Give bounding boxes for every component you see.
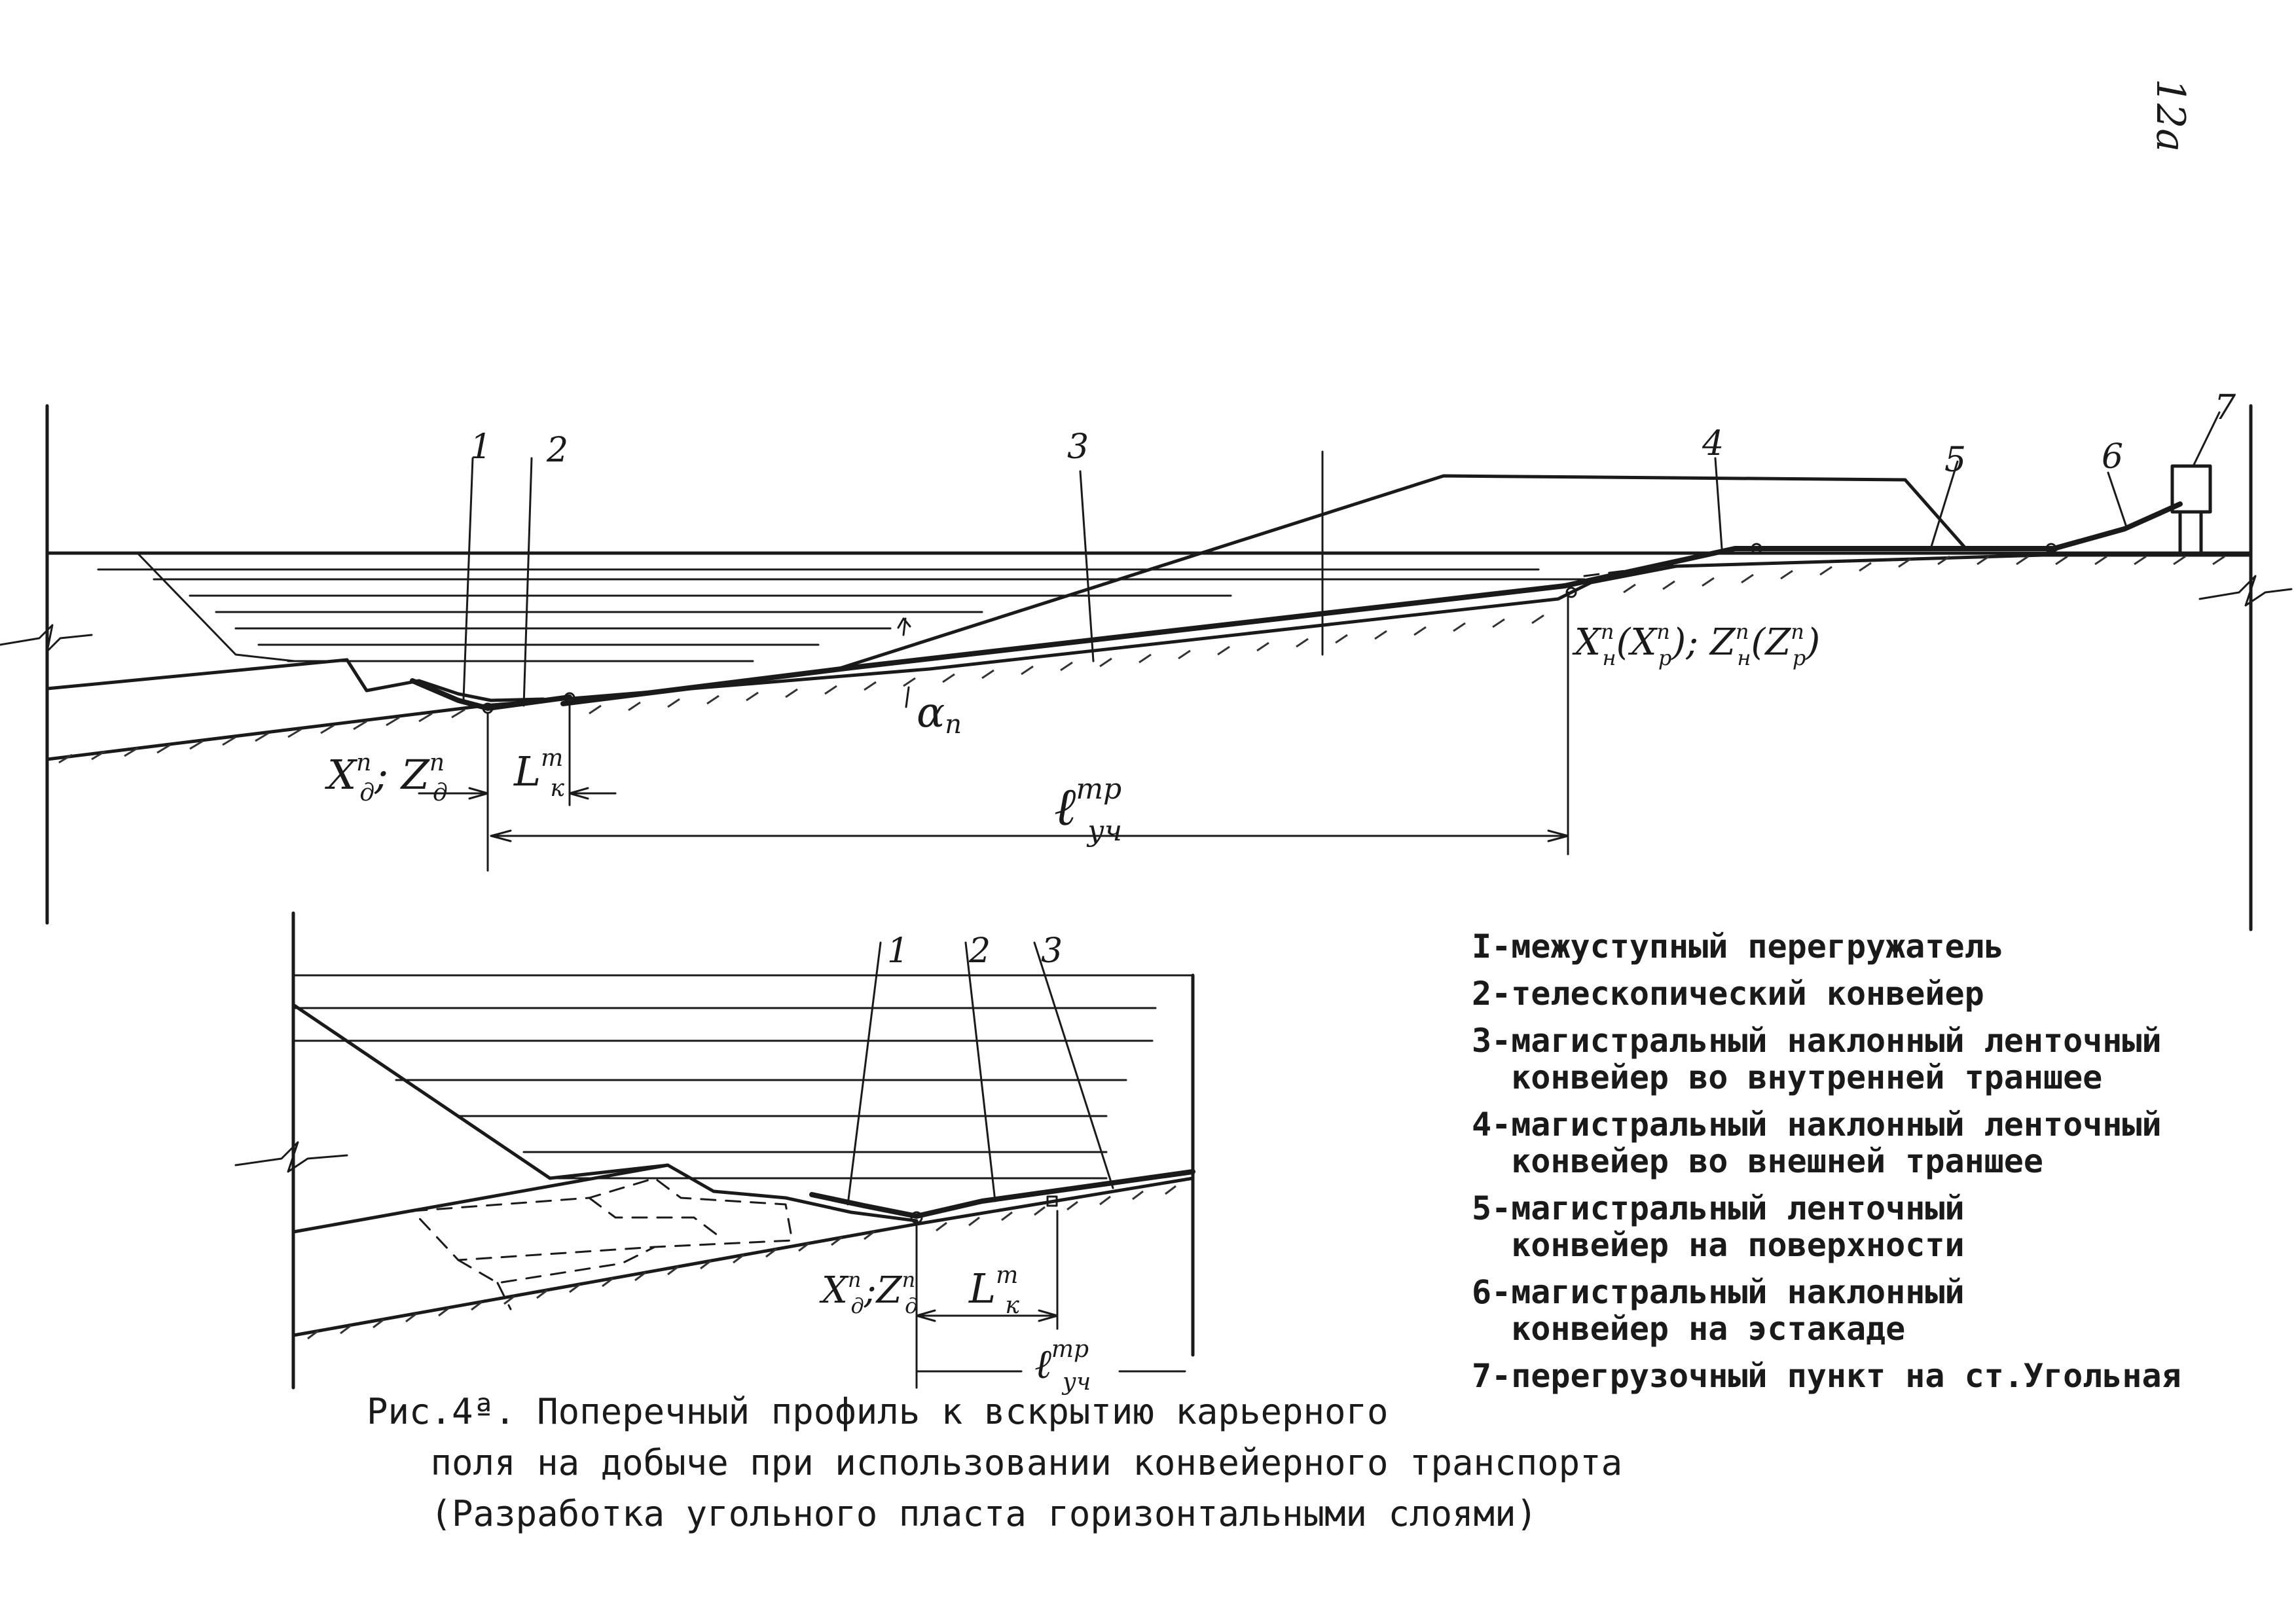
legend: I-межуступный перегружатель 2-телескопич…	[1472, 928, 2284, 1405]
top-callout-1: 1	[470, 427, 492, 467]
right-break-mark	[2198, 575, 2293, 607]
legend-item-2: 2-телескопический конвейер	[1472, 975, 1984, 1013]
bottom-break-mark	[234, 1141, 348, 1173]
left-break-mark	[0, 624, 93, 653]
strata-lines	[97, 568, 1586, 662]
conveyor-6-belt	[2047, 501, 2183, 552]
bottom-callout-2: 2	[968, 931, 991, 971]
legend-item-7: 7-перегрузочный пункт на ст.Угольная	[1472, 1357, 2181, 1395]
top-callout-4: 4	[1702, 424, 1724, 463]
conveyor-3-belt	[560, 583, 1567, 706]
alpha-label: αп	[917, 689, 962, 740]
bottom-bench	[291, 1163, 919, 1234]
legend-item-1: I-межуступный перегружатель	[1472, 928, 2004, 965]
figure-caption: Рис.4ª. Поперечный профиль к вскрытию ка…	[367, 1386, 1623, 1540]
bottom-dashed-blocks	[411, 1177, 793, 1310]
legend-item-6: 6-магистральный наклонный конвейер на эс…	[1472, 1273, 1965, 1348]
top-callout-7: 7	[2214, 388, 2236, 427]
top-callout-6: 6	[2102, 437, 2123, 477]
caption-line-2: поля на добыче при использовании конвейе…	[367, 1442, 1623, 1483]
bottom-conveyor-line	[809, 1169, 1195, 1219]
legend-item-5: 5-магистральный ленточный конвейер на по…	[1472, 1189, 1965, 1264]
ground-hatch	[58, 555, 2225, 764]
left-bench-slope	[45, 658, 545, 702]
caption-line-3: (Разработка угольного пласта горизонталь…	[367, 1493, 1538, 1534]
conveyor-2-telescopic	[485, 695, 572, 711]
bottom-callout-3: 3	[1041, 931, 1063, 971]
legend-item-4: 4-магистральный наклонный ленточный конв…	[1472, 1106, 2162, 1180]
top-callout-5: 5	[1944, 441, 1966, 480]
bottom-callout-1: 1	[887, 931, 909, 971]
conveyor-1-stacker	[410, 678, 490, 711]
caption-line-1: Рис.4ª. Поперечный профиль к вскрытию ка…	[367, 1391, 1389, 1432]
top-callout-2: 2	[546, 431, 568, 470]
top-callout-3: 3	[1067, 427, 1089, 467]
legend-item-3: 3-магистральный наклонный ленточный конв…	[1472, 1022, 2162, 1096]
spoil-dump-outline	[829, 474, 1966, 673]
transfer-point-7	[2170, 464, 2212, 514]
bottom-levels	[292, 974, 1194, 1180]
trench-floor	[45, 553, 2253, 761]
